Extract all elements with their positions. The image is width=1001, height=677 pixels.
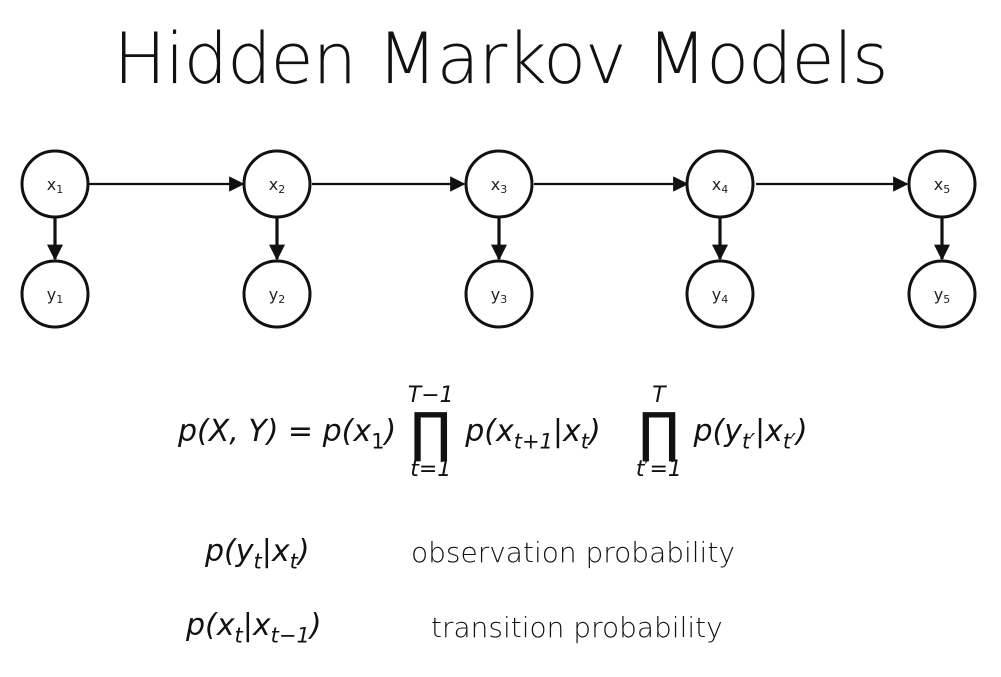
- page-title: Hidden Markov Models: [113, 18, 889, 100]
- node-x2: x2: [242, 149, 312, 219]
- svg-text:x3: x3: [491, 175, 507, 196]
- product1-symbol: ∏: [410, 400, 452, 464]
- transition-probability-label: transition probability: [431, 611, 723, 644]
- formula-observation-term: p(yt′|xt′): [693, 414, 808, 454]
- svg-text:y5: y5: [934, 285, 950, 306]
- svg-text:x5: x5: [934, 175, 950, 196]
- formula-p-x1: p(x1): [322, 414, 397, 454]
- svg-text:y2: y2: [269, 285, 285, 306]
- node-x3: x3: [464, 149, 534, 219]
- product-transition: T−1 ∏ t=1: [407, 382, 454, 482]
- formula-transition-term: p(xt+1|xt): [465, 414, 601, 454]
- product2-symbol: ∏: [638, 400, 680, 464]
- svg-text:x1: x1: [47, 175, 63, 196]
- svg-text:y3: y3: [491, 285, 507, 306]
- node-y2: y2: [242, 259, 312, 329]
- node-x1: x1: [20, 149, 90, 219]
- node-y4: y4: [685, 259, 755, 329]
- svg-text:x2: x2: [269, 175, 285, 196]
- node-x5: x5: [907, 149, 977, 219]
- formula-lhs: p(X, Y) =: [178, 414, 314, 449]
- product1-upper: T−1: [407, 382, 454, 408]
- node-y5: y5: [907, 259, 977, 329]
- product2-lower: t′=1: [635, 456, 682, 482]
- joint-probability-formula: p(X, Y) = p(x1) T−1 ∏ t=1 p(xt+1|xt) T ∏…: [178, 382, 808, 491]
- svg-text:x4: x4: [712, 175, 728, 196]
- svg-text:y1: y1: [47, 285, 63, 306]
- observation-expression: p(yt|xt): [205, 534, 310, 574]
- transition-expression: p(xt|xt−1): [186, 608, 322, 648]
- product1-lower: t=1: [410, 456, 452, 482]
- product2-upper: T: [652, 382, 666, 408]
- node-y1: y1: [20, 259, 90, 329]
- product-observation: T ∏ t′=1: [635, 382, 682, 482]
- node-y3: y3: [464, 259, 534, 329]
- observation-probability-label: observation probability: [411, 536, 735, 569]
- svg-text:y4: y4: [712, 285, 728, 306]
- node-x4: x4: [685, 149, 755, 219]
